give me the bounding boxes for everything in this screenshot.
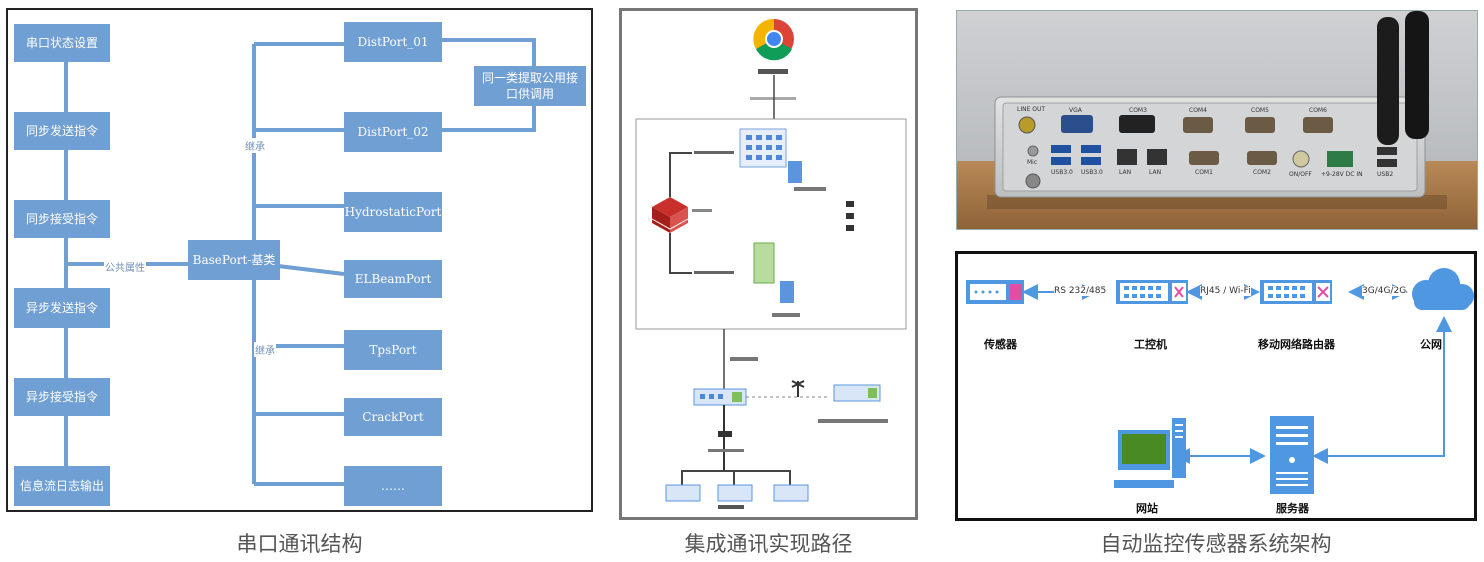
port-vga: VGA (1069, 107, 1082, 114)
terminal-devices-icon (665, 484, 809, 502)
port-com4: COM4 (1189, 107, 1207, 114)
tps-port-box: TpsPort (344, 330, 442, 370)
cloud-icon (1412, 268, 1474, 310)
top-server-icon (739, 128, 826, 191)
more-port-box: …… (344, 466, 442, 506)
sync-receive-box: 同步接受指令 (14, 200, 110, 238)
log-output-box: 信息流日志输出 (14, 466, 110, 506)
port-line-out: LINE OUT (1017, 106, 1046, 113)
antenna-icon (791, 380, 805, 397)
device-photo-drawing (957, 11, 1477, 229)
link-cell-label: 3G/4G/2G (1362, 286, 1407, 296)
port-lan-1: LAN (1119, 169, 1132, 176)
redis-database-icon (651, 197, 712, 233)
server-label: 服务器 (1276, 502, 1309, 515)
port-com1: COM1 (1195, 169, 1213, 176)
router-device-icon (1260, 280, 1332, 304)
port-lan-2: LAN (1149, 169, 1162, 176)
port-usb30-b: USB3.0 (1081, 169, 1103, 176)
ipc-device-icon (1116, 280, 1188, 304)
integration-path-panel (619, 8, 918, 520)
inherit-label-mid: 继承 (254, 342, 276, 357)
switch-device-icon (693, 388, 747, 406)
port-com5: COM5 (1251, 107, 1269, 114)
distport-02-box: DistPort_02 (344, 112, 442, 152)
internet-label: 公网 (1420, 338, 1442, 351)
port-com2: COM2 (1253, 169, 1271, 176)
server-icon (1270, 416, 1314, 494)
link-rs-label: RS 232/485 (1054, 286, 1107, 296)
website-label: 网站 (1136, 502, 1158, 515)
port-mic: Mic (1027, 159, 1038, 166)
serial-structure-panel: 串口状态设置 同步发送指令 同步接受指令 异步发送指令 异步接受指令 信息流日志… (6, 8, 593, 512)
caption-integration-path: 集成通讯实现路径 (684, 532, 853, 556)
link-rj-label: RJ45 / Wi-Fi (1200, 286, 1251, 296)
device-photo: LINE OUT VGA COM3 COM4 COM5 COM6 Mic USB… (956, 10, 1478, 230)
sync-send-box: 同步发送指令 (14, 112, 110, 150)
remote-device-icon (818, 384, 888, 423)
caption-serial-structure: 串口通讯结构 (236, 532, 363, 556)
caption-architecture: 自动监控传感器系统架构 (1100, 532, 1332, 556)
chrome-logo-icon (753, 18, 794, 61)
router-label: 移动网络路由器 (1258, 338, 1335, 351)
serial-state-box: 串口状态设置 (14, 24, 110, 62)
architecture-panel: RS 232/485 RJ45 / Wi-Fi 3G/4G/2G 传感器 工控机… (955, 251, 1477, 521)
base-port-box: BasePort-基类 (188, 240, 280, 280)
inherit-label-top: 继承 (244, 138, 266, 153)
async-send-box: 异步发送指令 (14, 288, 110, 328)
computer-icon (1114, 418, 1186, 488)
shared-interface-box: 同一类提取公用接口供调用 (474, 66, 586, 106)
distport-01-box: DistPort_01 (344, 22, 442, 62)
green-module-icon (753, 242, 794, 303)
architecture-diagram (966, 268, 1474, 494)
port-onoff: ON/OFF (1289, 171, 1312, 178)
port-usb30-a: USB3.0 (1051, 169, 1073, 176)
ipc-label: 工控机 (1134, 338, 1167, 351)
public-attr-label: 公共属性 (104, 259, 146, 274)
port-usb2: USB2 (1377, 171, 1394, 178)
integration-path-figure (635, 18, 907, 509)
hydrostatic-port-box: HydrostaticPort (344, 192, 442, 232)
async-receive-box: 异步接受指令 (14, 378, 110, 416)
port-com6: COM6 (1309, 107, 1327, 114)
sensor-device-icon (966, 280, 1024, 304)
crack-port-box: CrackPort (344, 398, 442, 436)
port-com3: COM3 (1129, 107, 1147, 114)
port-dc-in: +9-28V DC IN (1321, 171, 1363, 178)
sensor-label: 传感器 (984, 338, 1017, 351)
elbeam-port-box: ELBeamPort (344, 260, 442, 298)
